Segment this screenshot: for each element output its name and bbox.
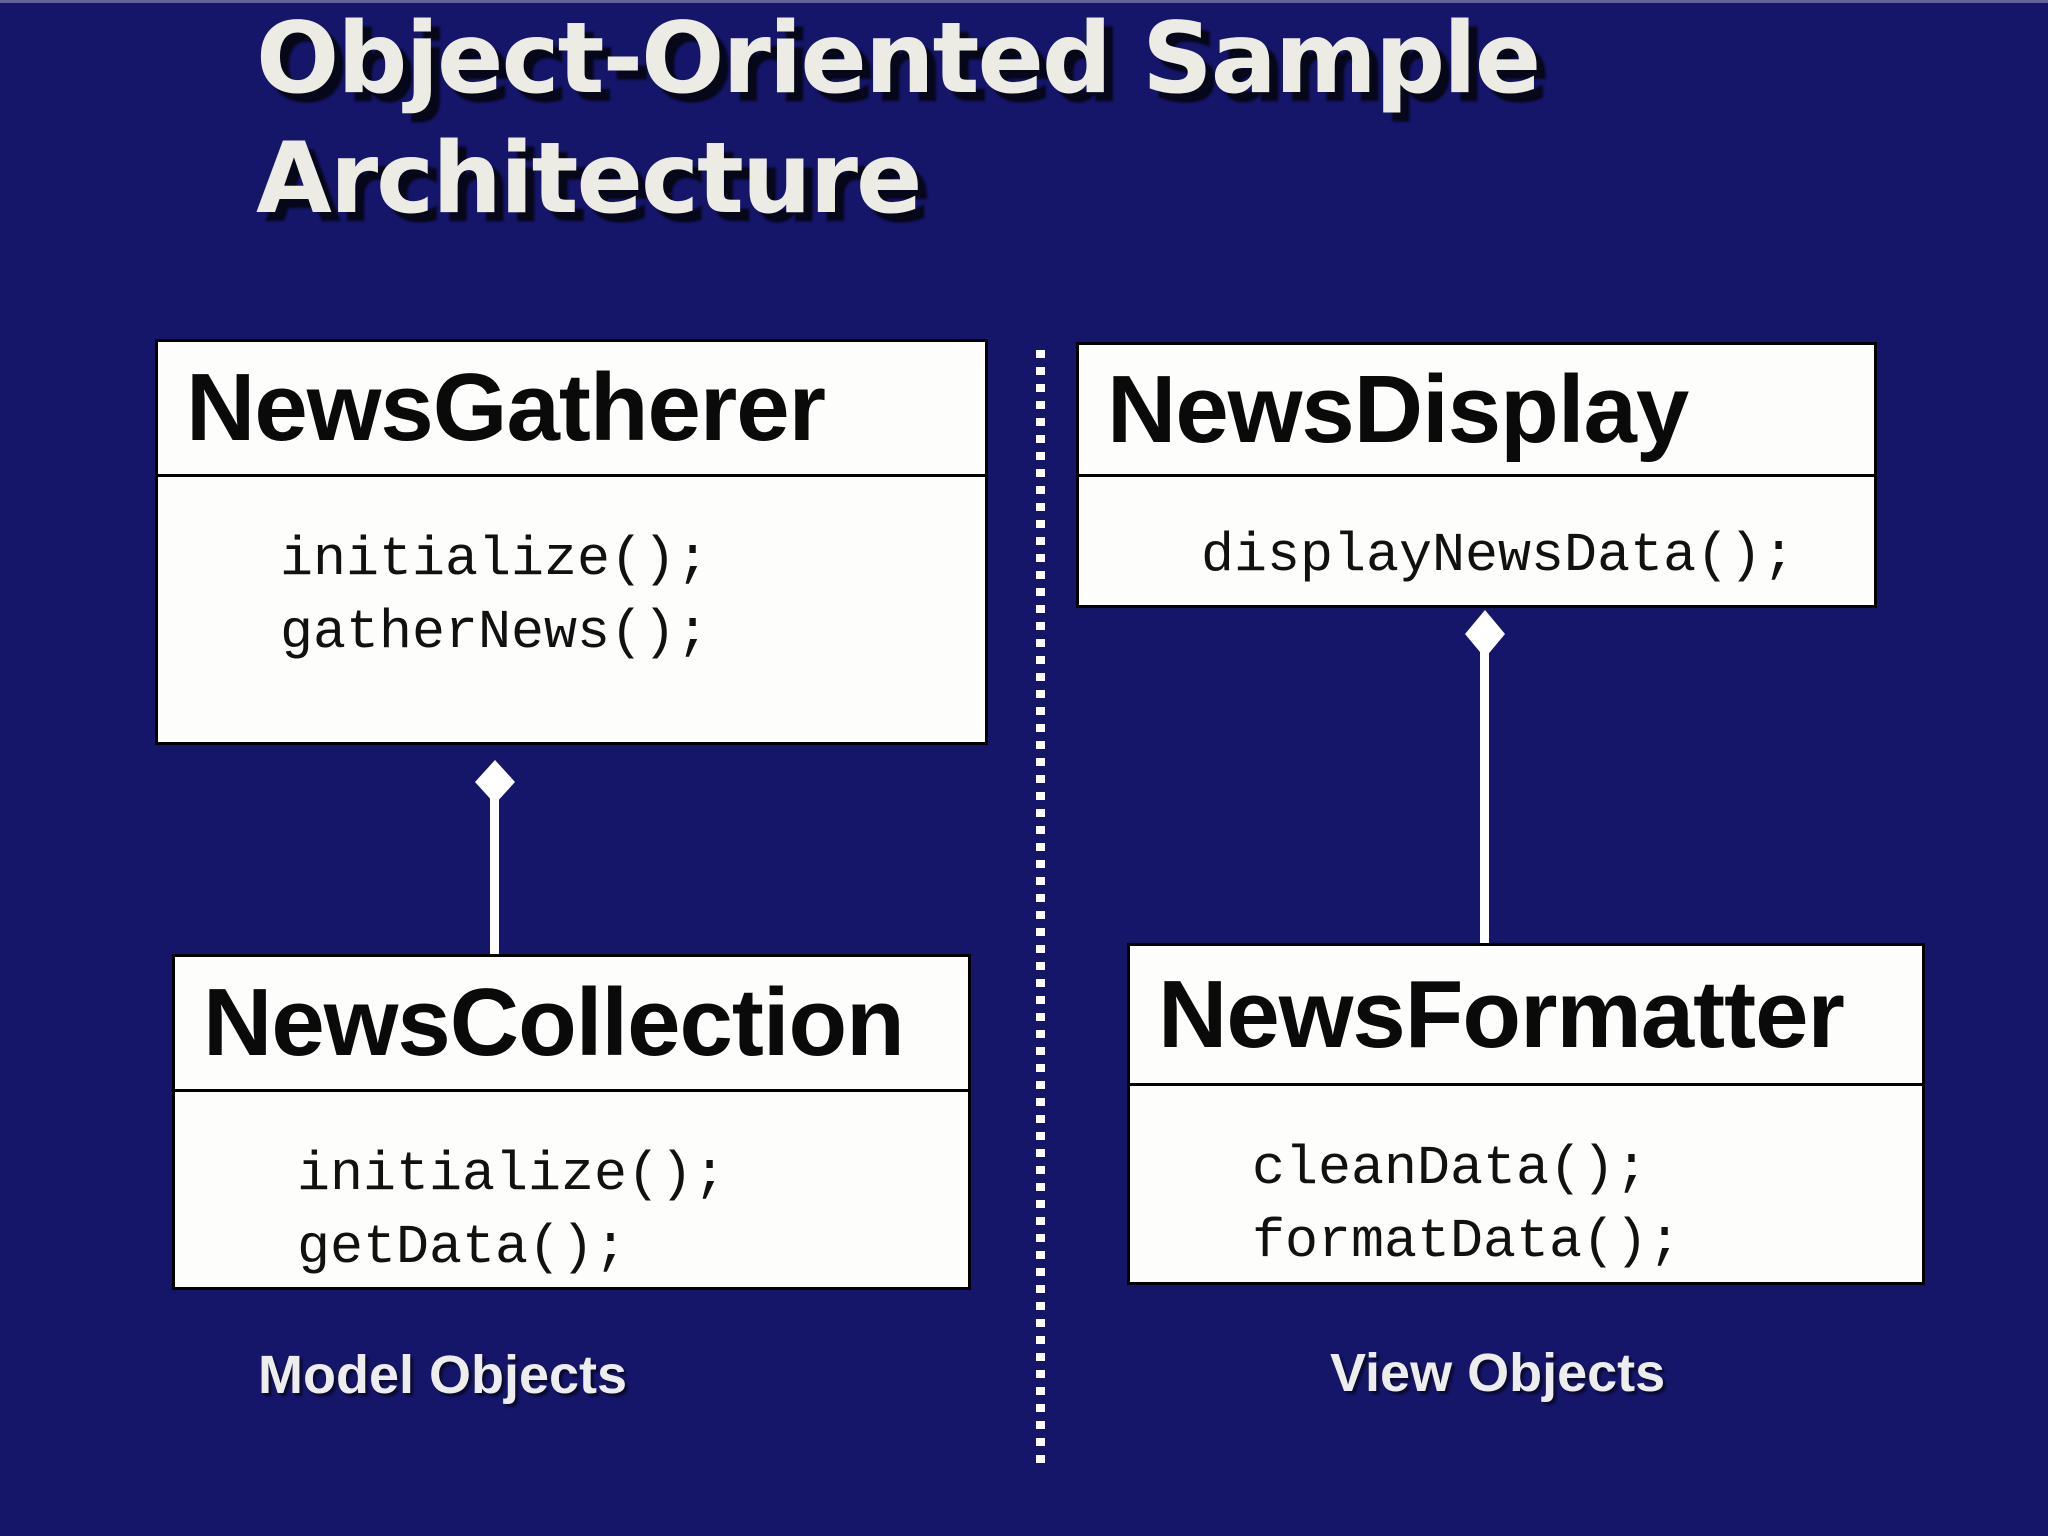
method-line: gatherNews(); — [280, 601, 710, 664]
class-box-newsformatter: NewsFormatter cleanData(); formatData(); — [1127, 943, 1925, 1285]
class-name-newsformatter: NewsFormatter — [1130, 946, 1922, 1086]
column-divider-dotted-line — [1036, 350, 1045, 1470]
method-line: initialize(); — [280, 528, 710, 591]
view-objects-label: View Objects — [1330, 1343, 1666, 1403]
slide-title: Object-Oriented Sample Architecture — [256, 2, 1541, 236]
method-line: cleanData(); — [1252, 1137, 1649, 1200]
class-name-newsgatherer: NewsGatherer — [158, 342, 985, 477]
method-line: formatData(); — [1252, 1210, 1682, 1273]
class-box-newsgatherer: NewsGatherer initialize(); gatherNews(); — [155, 339, 988, 745]
method-line: displayNewsData(); — [1201, 524, 1796, 587]
slide-top-edge-artifact — [0, 0, 2048, 3]
class-methods-newsdisplay: displayNewsData(); — [1079, 477, 1874, 592]
class-methods-newsformatter: cleanData(); formatData(); — [1130, 1086, 1922, 1278]
aggregation-diamond-icon — [1465, 610, 1505, 658]
aggregation-connector-line — [1480, 652, 1489, 946]
class-methods-newsgatherer: initialize(); gatherNews(); — [158, 477, 985, 669]
class-name-newsdisplay: NewsDisplay — [1079, 345, 1874, 477]
class-box-newscollection: NewsCollection initialize(); getData(); — [172, 954, 971, 1290]
method-line: getData(); — [297, 1216, 628, 1279]
aggregation-connector-line — [490, 798, 499, 956]
class-name-newscollection: NewsCollection — [175, 957, 968, 1092]
method-line: initialize(); — [297, 1143, 727, 1206]
class-box-newsdisplay: NewsDisplay displayNewsData(); — [1076, 342, 1877, 608]
model-objects-label: Model Objects — [258, 1345, 628, 1405]
class-methods-newscollection: initialize(); getData(); — [175, 1092, 968, 1284]
